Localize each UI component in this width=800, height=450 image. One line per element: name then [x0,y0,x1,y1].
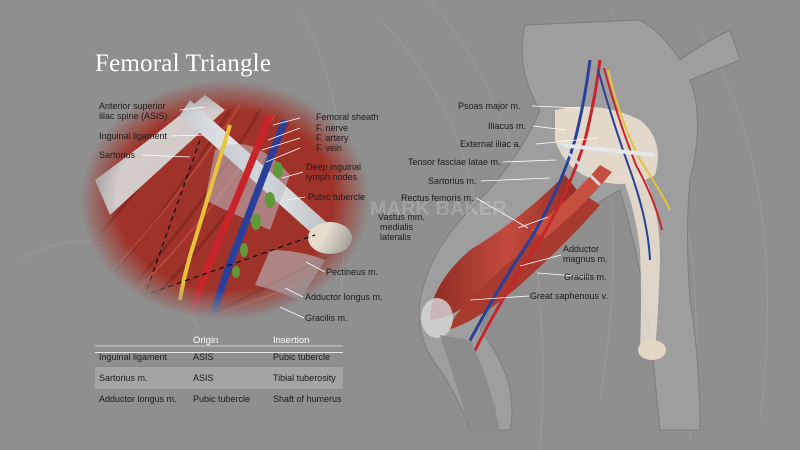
table-row: Adductor longus m. Pubic tubercle Shaft … [95,388,343,410]
label-tensor-fasciae: Tensor fasciae latae m. [408,157,501,167]
label-deep-inguinal: Deep inguinal lymph nodes [306,162,362,182]
label-sartorius-leg: Sartorius m. [428,176,477,186]
table-cell-origin: Pubic tubercle [193,394,251,404]
label-adductor-magnus: Adductor magnus m. [563,244,608,264]
table-cell-insertion: Tibial tuberosity [273,373,336,383]
inset-leader-lines [141,106,326,319]
table-cell-structure: Sartorius m. [99,373,148,383]
label-pubic-tubercle: Pubic tubercle [308,192,366,202]
label-iliacus: Iliacus m. [488,121,527,131]
table-cell-insertion: Pubic tubercle [273,352,331,362]
table-cell-structure: Adductor longus m. [99,394,177,404]
label-pectineus: Pectineus m. [326,267,379,277]
table-cell-origin: ASIS [193,352,214,362]
table-cell-structure: Inguinal ligament [99,352,168,362]
label-f-nerve: F. nerve [316,123,349,133]
label-vastus: Vastus mm. medialis lateralis [378,212,425,242]
table-row: Sartorius m. ASIS Tibial tuberosity [95,367,343,389]
slide-title: Femoral Triangle [95,50,272,77]
label-femoral-sheath: Femoral sheath [316,112,379,122]
table-row: Inguinal ligament ASIS Pubic tubercle [95,346,343,368]
watermark: MARK BAKER [370,198,507,220]
label-gracilis-inset: Gracilis m. [305,313,348,323]
inset-closeup [80,80,380,332]
label-f-vein: F. vein [316,143,343,153]
label-great-saphenous: Great saphenous v. [530,291,608,301]
leg-figure [418,19,741,431]
label-gracilis-leg: Gracilis m. [564,272,607,282]
label-psoas-major: Psoas major m. [458,101,521,111]
leg-leader-lines [469,105,599,301]
table-cell-origin: ASIS [193,373,214,383]
label-adductor-longus: Adductor longus m. [305,292,383,302]
table-header: Origin Insertion [95,330,343,353]
label-sartorius: Sartorius [99,150,136,160]
label-rectus-femoris: Rectus femoris m. [401,193,474,203]
table-header-insertion: Insertion [273,335,310,346]
label-external-iliac: External iliac a. [460,139,522,149]
table-header-origin: Origin [193,335,219,346]
label-f-artery: F. artery [316,133,349,143]
label-asis: Anterior superior iliac spine (ASIS) [99,101,168,121]
table-cell-insertion: Shaft of humerus [273,394,342,404]
label-inguinal-ligament: Inguinal ligament [99,131,168,141]
